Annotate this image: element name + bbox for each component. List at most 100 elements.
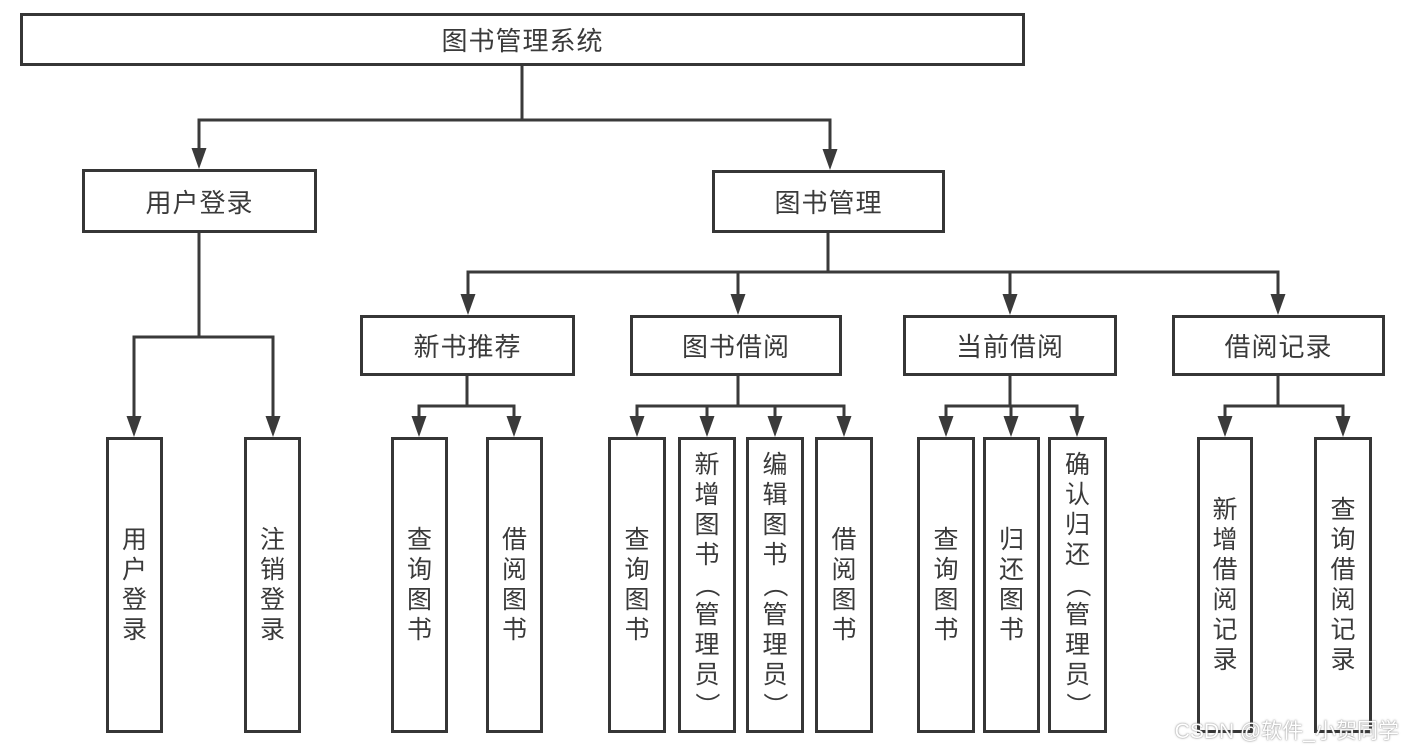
vertical-glyph: 阅 xyxy=(501,556,527,584)
node-rec-borrow-book: 借阅图书 xyxy=(486,437,543,733)
node-br-query-borrow-record: 查询借阅记录 xyxy=(1314,437,1372,733)
vertical-glyph: 销 xyxy=(259,556,285,584)
vertical-glyph: 借 xyxy=(831,526,857,554)
vertical-glyph: 员 xyxy=(762,661,788,689)
vertical-glyph: 图 xyxy=(624,586,650,614)
arrowhead-icon xyxy=(1270,294,1286,315)
arrowhead-icon xyxy=(1069,416,1085,437)
vertical-glyph: 理 xyxy=(694,631,720,659)
vertical-glyph: 归 xyxy=(1064,511,1090,539)
vertical-glyph: 辑 xyxy=(762,481,788,509)
vertical-glyph: 阅 xyxy=(1330,586,1356,614)
vertical-glyph: 查 xyxy=(933,526,959,554)
vertical-glyph: 图 xyxy=(501,586,527,614)
arrowhead-icon xyxy=(730,294,746,315)
vertical-glyph: 书 xyxy=(624,616,650,644)
node-book-management-module: 图书管理 xyxy=(712,170,945,233)
node-new-book-recommendation: 新书推荐 xyxy=(360,315,575,376)
vertical-glyph: 登 xyxy=(121,586,147,614)
vertical-glyph: 新 xyxy=(694,451,720,479)
vertical-glyph: 户 xyxy=(121,556,147,584)
vertical-glyph: 注 xyxy=(259,526,285,554)
vertical-glyph: 书 xyxy=(694,541,720,569)
vertical-glyph: 登 xyxy=(259,586,285,614)
vertical-glyph: 编 xyxy=(762,451,788,479)
arrowhead-icon xyxy=(411,416,427,437)
vertical-glyph: 确 xyxy=(1064,451,1090,479)
vertical-glyph: ） xyxy=(1063,692,1092,718)
arrowhead-icon xyxy=(1335,416,1351,437)
vertical-glyph: （ xyxy=(760,572,789,598)
vertical-glyph: 录 xyxy=(259,616,285,644)
vertical-glyph: 书 xyxy=(501,616,527,644)
arrowhead-icon xyxy=(767,416,783,437)
arrowhead-icon xyxy=(1003,416,1019,437)
vertical-glyph: 阅 xyxy=(1212,586,1238,614)
vertical-glyph: 借 xyxy=(1330,556,1356,584)
arrowhead-icon xyxy=(460,294,476,315)
vertical-glyph: 管 xyxy=(762,601,788,629)
vertical-glyph: 借 xyxy=(1212,556,1238,584)
vertical-glyph: 记 xyxy=(1212,616,1238,644)
vertical-glyph: 理 xyxy=(1064,631,1090,659)
arrowhead-icon xyxy=(822,149,838,170)
arrowhead-icon xyxy=(265,416,281,437)
arrowhead-icon xyxy=(126,416,142,437)
node-bb-query-book: 查询图书 xyxy=(608,437,666,733)
arrowhead-icon xyxy=(629,416,645,437)
vertical-glyph: 用 xyxy=(121,526,147,554)
vertical-glyph: 书 xyxy=(998,616,1024,644)
arrowhead-icon xyxy=(836,416,852,437)
vertical-glyph: 录 xyxy=(1330,646,1356,674)
vertical-glyph: 员 xyxy=(1064,661,1090,689)
node-book-borrowing: 图书借阅 xyxy=(630,315,842,376)
vertical-glyph: 书 xyxy=(933,616,959,644)
vertical-glyph: 查 xyxy=(406,526,432,554)
node-borrowing-records: 借阅记录 xyxy=(1172,315,1385,376)
vertical-glyph: 书 xyxy=(831,616,857,644)
node-cb-confirm-return-admin: 确认归还（管理员） xyxy=(1048,437,1107,733)
vertical-glyph: 新 xyxy=(1212,496,1238,524)
vertical-glyph: 还 xyxy=(1064,541,1090,569)
node-current-borrowing: 当前借阅 xyxy=(903,315,1117,376)
vertical-glyph: 借 xyxy=(501,526,527,554)
vertical-glyph: 询 xyxy=(1330,526,1356,554)
vertical-glyph: 录 xyxy=(121,616,147,644)
vertical-glyph: 图 xyxy=(694,511,720,539)
vertical-glyph: 理 xyxy=(762,631,788,659)
vertical-glyph: 询 xyxy=(933,556,959,584)
vertical-glyph: 查 xyxy=(624,526,650,554)
vertical-glyph: 图 xyxy=(762,511,788,539)
vertical-glyph: 员 xyxy=(694,661,720,689)
arrowhead-icon xyxy=(191,148,207,169)
vertical-glyph: 书 xyxy=(406,616,432,644)
vertical-glyph: 查 xyxy=(1330,496,1356,524)
arrowhead-icon xyxy=(699,416,715,437)
arrowhead-icon xyxy=(938,416,954,437)
node-br-add-borrow-record: 新增借阅记录 xyxy=(1197,437,1253,733)
node-bb-borrow-book: 借阅图书 xyxy=(815,437,873,733)
node-cb-query-book: 查询图书 xyxy=(917,437,975,733)
vertical-glyph: 认 xyxy=(1064,481,1090,509)
vertical-glyph: 询 xyxy=(624,556,650,584)
vertical-glyph: ） xyxy=(760,692,789,718)
node-logout-login: 注销登录 xyxy=(244,437,301,733)
vertical-glyph: 管 xyxy=(694,601,720,629)
node-user-login: 用户登录 xyxy=(106,437,163,733)
arrowhead-icon xyxy=(1002,294,1018,315)
vertical-glyph: 图 xyxy=(406,586,432,614)
node-library-management-system: 图书管理系统 xyxy=(20,13,1025,66)
vertical-glyph: ） xyxy=(692,692,721,718)
vertical-glyph: 书 xyxy=(762,541,788,569)
arrowhead-icon xyxy=(506,416,522,437)
vertical-glyph: 图 xyxy=(933,586,959,614)
vertical-glyph: 增 xyxy=(1212,526,1238,554)
node-bb-edit-book-admin: 编辑图书 （ 管理员 ） xyxy=(746,437,804,733)
node-rec-query-book: 查询图书 xyxy=(391,437,448,733)
node-bb-add-book-admin: 新增图书（管理员） xyxy=(678,437,736,733)
vertical-glyph: 询 xyxy=(406,556,432,584)
vertical-glyph: 图 xyxy=(998,586,1024,614)
node-user-login-module: 用户登录 xyxy=(82,169,317,233)
